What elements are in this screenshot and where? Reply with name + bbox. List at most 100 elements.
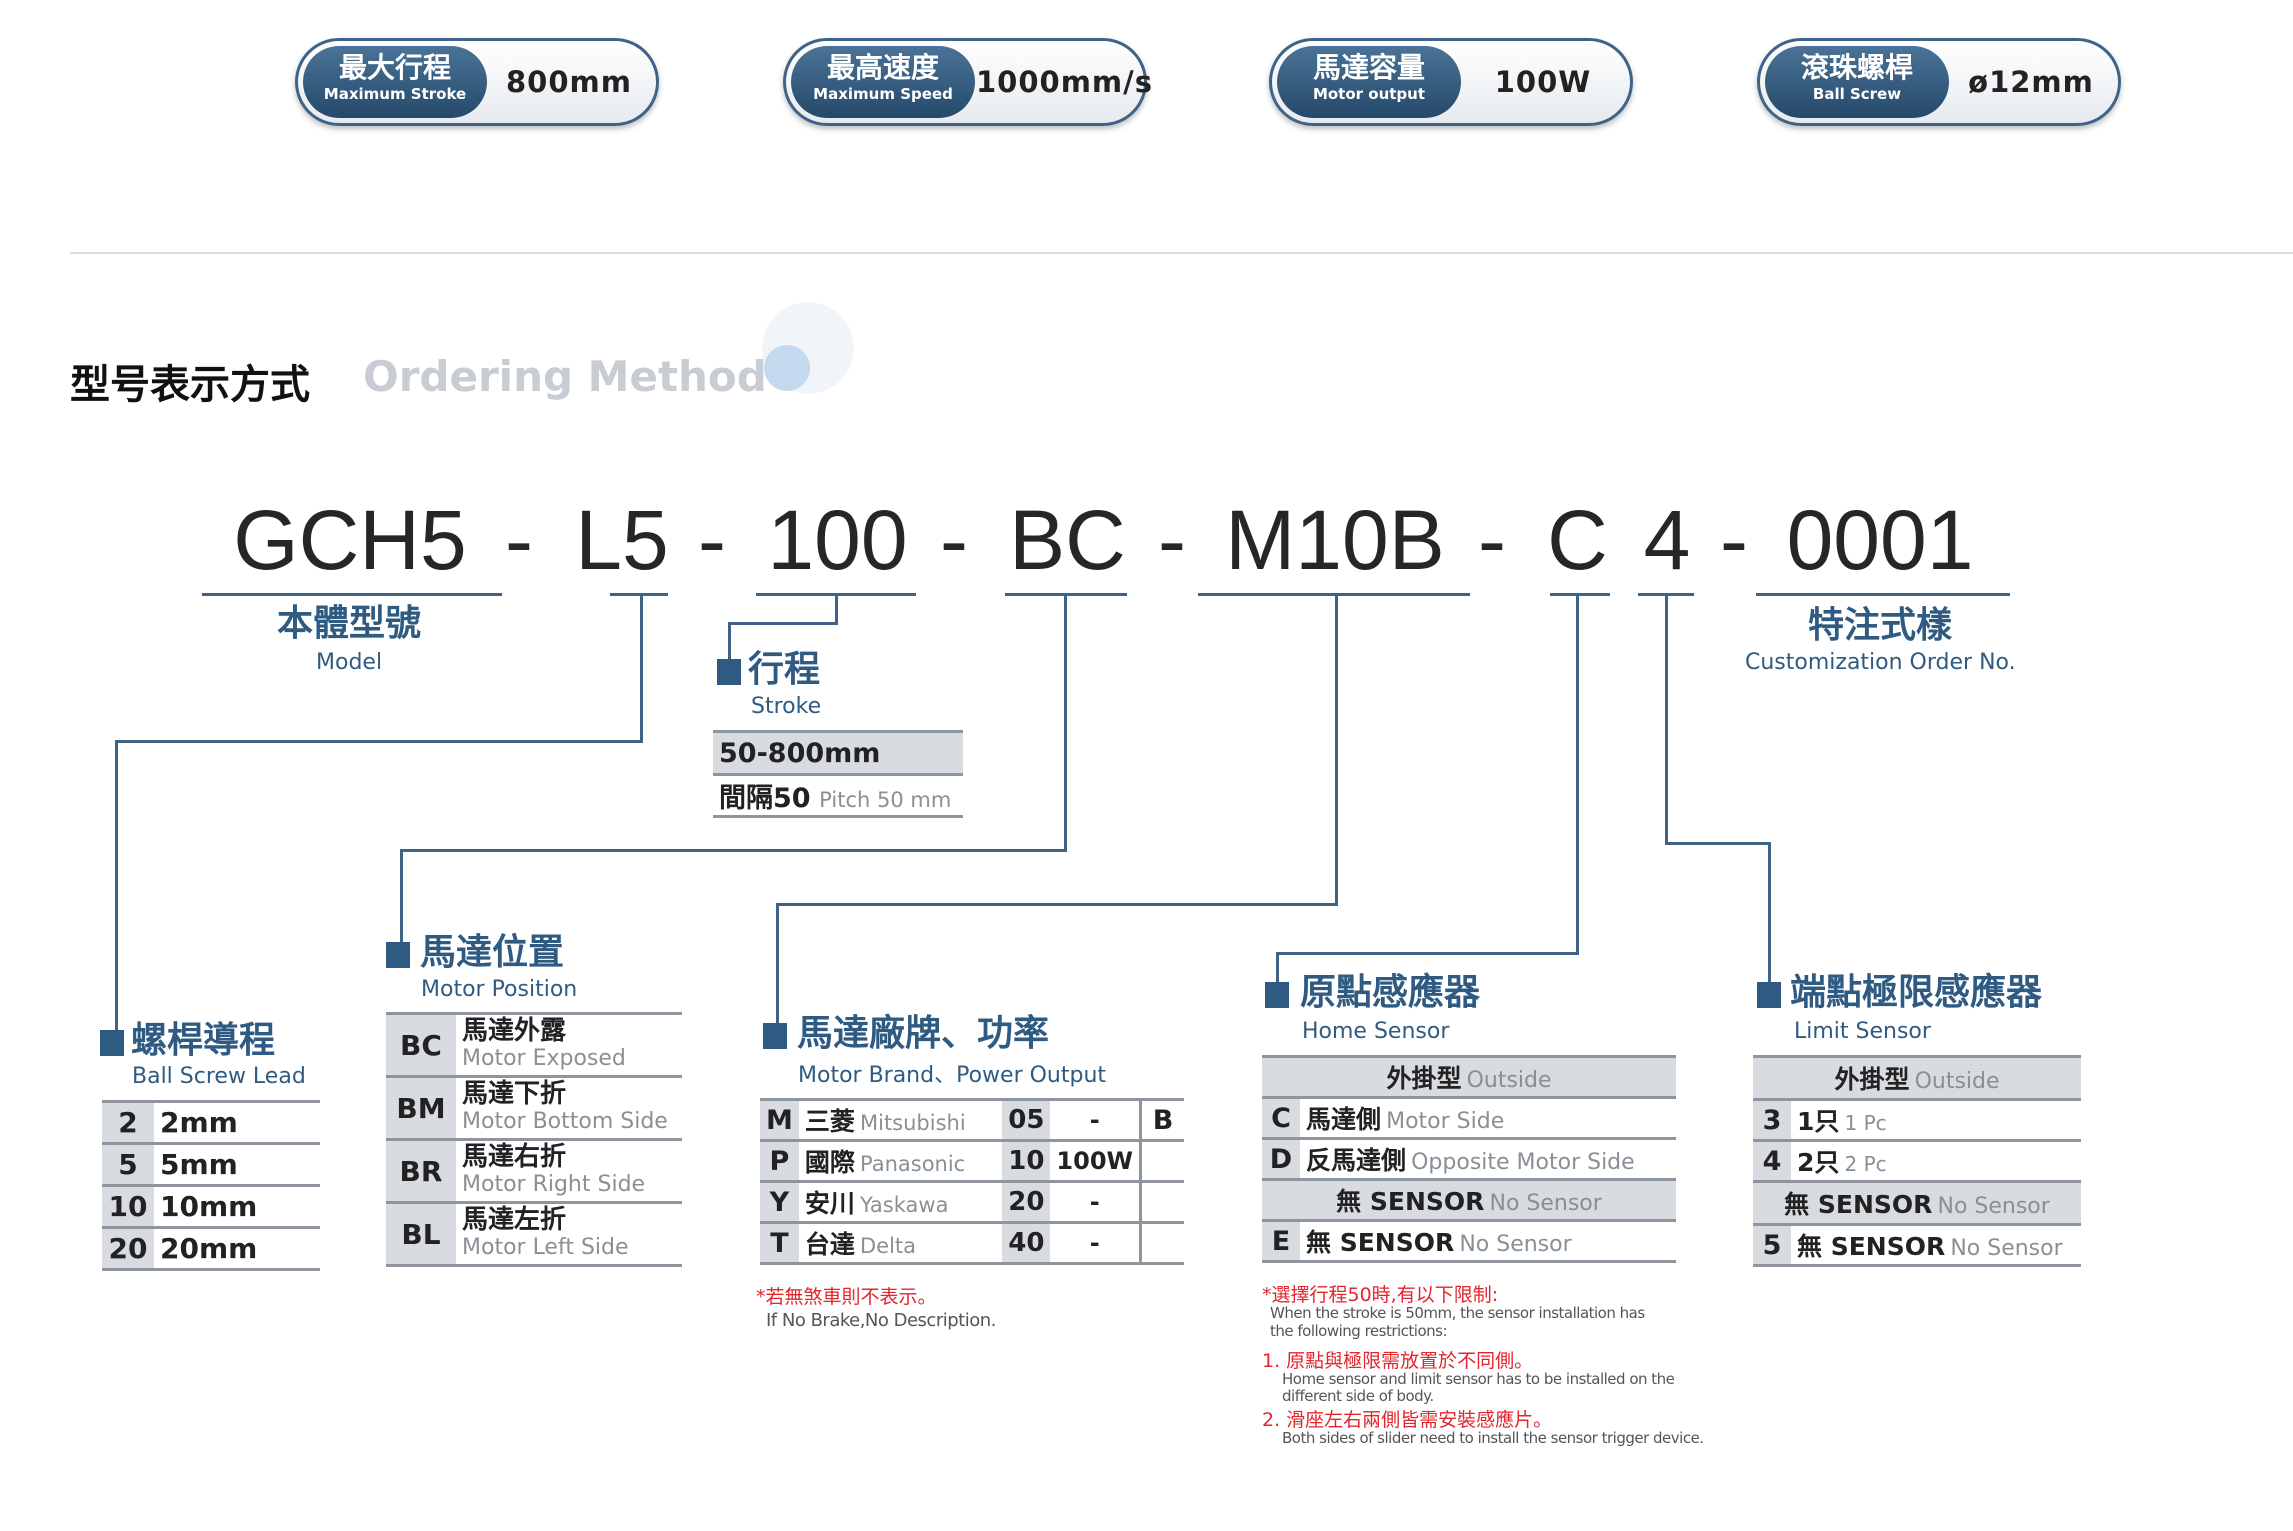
brand-code: Y xyxy=(760,1181,799,1224)
brand-en: Mitsubishi xyxy=(859,1111,966,1135)
power-value: - xyxy=(1050,1181,1141,1224)
connector-brand xyxy=(776,903,1338,906)
lead-label-en: Ball Screw Lead xyxy=(132,1064,306,1089)
power-value: - xyxy=(1050,1098,1141,1142)
connector-stroke xyxy=(728,622,838,625)
spec-label-en: Motor output xyxy=(1312,85,1426,103)
home-nosensor-cn: 無 SENSOR xyxy=(1336,1187,1485,1216)
limit-cn: 無 SENSOR xyxy=(1797,1232,1946,1261)
code-separator: - xyxy=(1158,493,1186,587)
connector-limit xyxy=(1768,842,1771,982)
sensor-note-1-en: different side of body. xyxy=(1282,1387,1434,1405)
brand-name: 台達 Delta xyxy=(798,1222,1003,1265)
limit-code: 3 xyxy=(1753,1099,1791,1142)
home-cn: 無 SENSOR xyxy=(1306,1228,1455,1257)
brand-en: Delta xyxy=(859,1234,917,1258)
spec-label: 馬達容量 Motor output xyxy=(1277,46,1461,118)
connector-position xyxy=(1064,596,1067,851)
brand-code: T xyxy=(760,1222,799,1265)
limit-code: 4 xyxy=(1753,1140,1791,1183)
spec-ball-screw: 滾珠螺桿 Ball Screw ø12mm xyxy=(1757,38,2121,126)
brand-name: 安川 Yaskawa xyxy=(798,1181,1003,1224)
home-nosensor-en: No Sensor xyxy=(1489,1191,1602,1216)
home-outside: 外掛型 Outside xyxy=(1262,1055,1676,1099)
limit-en: 2 Pc xyxy=(1844,1152,1887,1176)
spec-max-stroke: 最大行程 Maximum Stroke 800mm xyxy=(295,38,659,126)
sensor-note-head-en: the following restrictions: xyxy=(1270,1322,1448,1340)
connector-stroke xyxy=(835,596,838,624)
lead-code: 5 xyxy=(102,1143,154,1187)
underline-home xyxy=(1550,593,1610,596)
limit-nosensor-en: No Sensor xyxy=(1937,1194,2050,1219)
home-outside-cn: 外掛型 xyxy=(1386,1064,1462,1093)
limit-en: No Sensor xyxy=(1950,1236,2063,1261)
position-label-en: Motor Position xyxy=(421,977,578,1002)
table-row: 無 SENSOR No Sensor xyxy=(1262,1179,1676,1222)
position-label-cn: 馬達位置 xyxy=(420,932,565,973)
connector-lead xyxy=(640,596,643,742)
section-subtitle: Ordering Method xyxy=(363,352,767,401)
table-row: P 國際 Panasonic 10 100W xyxy=(760,1140,1184,1183)
brand-code: M xyxy=(760,1098,799,1142)
custom-label-cn: 特注式樣 xyxy=(1808,605,1953,646)
table-row: D 反馬達側 Opposite Motor Side xyxy=(1262,1138,1676,1181)
position-cn: 馬達外露 xyxy=(462,1016,567,1046)
home-en: No Sensor xyxy=(1459,1232,1572,1257)
code-separator: - xyxy=(1720,493,1748,587)
code-model: GCH5 xyxy=(233,493,467,587)
limit-label-cn: 端點極限感應器 xyxy=(1790,972,2043,1013)
code-separator: - xyxy=(1478,493,1506,587)
underline-brand xyxy=(1198,593,1470,596)
connector-home xyxy=(1276,952,1279,982)
spec-label-en: Maximum Speed xyxy=(813,85,953,103)
brand-cn: 國際 xyxy=(804,1148,855,1177)
code-separator: - xyxy=(505,493,533,587)
connector-lead xyxy=(115,740,118,1033)
model-label-cn: 本體型號 xyxy=(277,603,422,644)
home-code: D xyxy=(1262,1138,1300,1181)
power-code: 40 xyxy=(1002,1222,1051,1265)
stroke-range: 50-800mm xyxy=(713,730,963,776)
stroke-pitch-en: Pitch 50 mm xyxy=(819,788,952,812)
sensor-note-head-cn: *選擇行程50時,有以下限制: xyxy=(1262,1284,1499,1306)
limit-nosensor: 無 SENSOR No Sensor xyxy=(1753,1181,2081,1226)
brand-en: Panasonic xyxy=(859,1152,966,1176)
brand-label-cn: 馬達廠牌、功率 xyxy=(797,1013,1050,1054)
limit-marker xyxy=(1757,982,1781,1008)
power-value: - xyxy=(1050,1222,1141,1265)
table-row: 5 無 SENSOR No Sensor xyxy=(1753,1224,2081,1267)
decor-dot xyxy=(764,345,810,391)
lead-value: 20mm xyxy=(154,1227,320,1271)
code-home-sensor: C xyxy=(1547,493,1608,587)
connector-limit xyxy=(1665,842,1770,845)
home-outside-en: Outside xyxy=(1466,1068,1552,1093)
stroke-table: 50-800mm 間隔50 Pitch 50 mm xyxy=(713,730,963,818)
position-code: BR xyxy=(386,1139,456,1204)
spec-label-en: Maximum Stroke xyxy=(323,85,467,103)
lead-value: 2mm xyxy=(154,1100,320,1145)
limit-nosensor-cn: 無 SENSOR xyxy=(1784,1190,1933,1219)
code-separator: - xyxy=(698,493,726,587)
table-row: 50-800mm xyxy=(713,730,963,776)
brand-cn: 三菱 xyxy=(804,1107,855,1136)
spec-label-en: Ball Screw xyxy=(1812,85,1902,103)
position-code: BL xyxy=(386,1202,456,1267)
home-en: Motor Side xyxy=(1386,1109,1505,1134)
brake-note-cn: *若無煞車則不表示。 xyxy=(756,1286,937,1308)
power-code: 05 xyxy=(1002,1098,1051,1142)
stroke-pitch-cn: 間隔50 xyxy=(719,783,811,814)
table-row: Y 安川 Yaskawa 20 - xyxy=(760,1181,1184,1224)
home-desc: 馬達側 Motor Side xyxy=(1300,1097,1676,1140)
underline-lead xyxy=(610,593,668,596)
spec-label-cn: 最高速度 xyxy=(826,51,939,84)
connector-home xyxy=(1576,596,1579,954)
connector-position xyxy=(400,849,1067,852)
connector-position xyxy=(400,849,403,949)
